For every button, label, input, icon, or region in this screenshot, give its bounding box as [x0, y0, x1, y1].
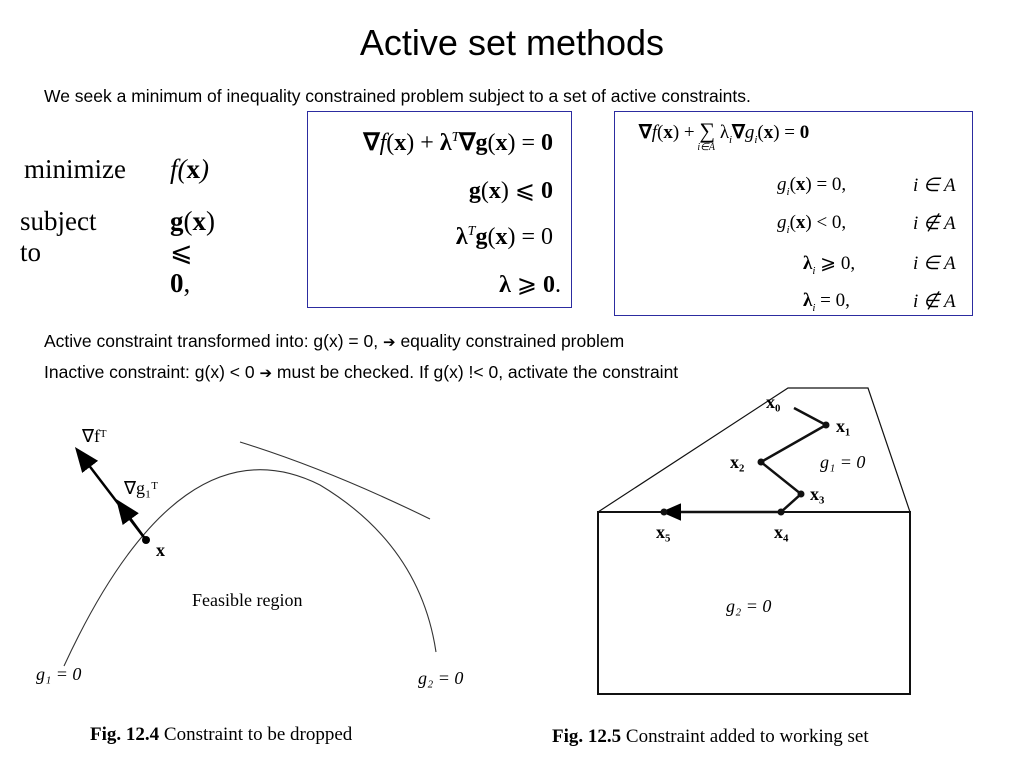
- right-arrow-icon: ➔: [382, 334, 396, 351]
- point-x4-dot: [777, 508, 785, 516]
- fig-12-5-caption: Fig. 12.5 Constraint added to working se…: [552, 726, 869, 748]
- g2-label: g₂ = 0: [418, 668, 464, 688]
- kkt-nonnegativity: λ ⩾ 0.: [499, 272, 561, 298]
- g1-label: g₁ = 0: [36, 664, 82, 684]
- active-stationarity: ∇f(x) + ∑i∈A λi∇gi(x) = 0: [639, 118, 810, 153]
- active-row-4: λi = 0,: [803, 290, 850, 314]
- x2-label: x₂: [730, 452, 745, 472]
- point-x-dot: [142, 536, 150, 544]
- point-x5-dot: [660, 508, 668, 516]
- minimize-label: minimize: [24, 154, 126, 184]
- g2-boundary-curve: [63, 469, 437, 667]
- fig-12-4-text: Constraint to be dropped: [163, 724, 353, 745]
- constraint-expr: g(x) ⩽ 0,: [170, 206, 215, 298]
- x5-label: x₅: [656, 522, 671, 542]
- fig-12-4-diagram: [63, 441, 437, 667]
- kkt-complementarity: λTg(x) = 0: [455, 224, 553, 250]
- inactive-note-tail: must be checked. If g(x) !< 0, activate …: [276, 362, 679, 382]
- active-note-tail: equality constrained problem: [400, 331, 625, 351]
- inactive-note-text: Inactive constraint: g(x) < 0: [44, 362, 255, 382]
- point-x-label: x: [156, 540, 165, 560]
- active-set-box: ∇f(x) + ∑i∈A λi∇gi(x) = 0 gi(x) = 0, i ∈…: [614, 111, 973, 316]
- fig-12-5-diagram: [597, 387, 911, 695]
- intro-text: We seek a minimum of inequality constrai…: [44, 86, 751, 106]
- active-row-2: gi(x) < 0,: [777, 212, 847, 236]
- active-cond-3: i ∈ A: [913, 253, 956, 274]
- kkt-conditions-box: ∇f(x) + λT∇g(x) = 0 g(x) ⩽ 0 λTg(x) = 0 …: [307, 111, 572, 308]
- g2-label-fig2: g₂ = 0: [726, 596, 772, 616]
- x3-label: x₃: [810, 484, 825, 504]
- kkt-feasibility: g(x) ⩽ 0: [468, 178, 553, 204]
- polytope-top-edges: [597, 387, 911, 513]
- active-cond-4: i ∉ A: [913, 291, 956, 312]
- grad-f-label: ∇fᵀ: [82, 426, 107, 446]
- feasible-region-label: Feasible region: [192, 590, 303, 610]
- grad-g1-arrow: [116, 498, 148, 541]
- point-x1-dot: [822, 421, 830, 429]
- active-cond-2: i ∉ A: [913, 213, 956, 234]
- kkt-stationarity: ∇f(x) + λT∇g(x) = 0: [363, 130, 553, 156]
- fig-12-5-number: Fig. 12.5: [552, 726, 622, 747]
- active-cond-1: i ∈ A: [913, 175, 956, 196]
- subject-to-label: subject to: [20, 206, 97, 267]
- active-row-1: gi(x) = 0,: [777, 174, 847, 198]
- grad-g1-label: ∇g₁ᵀ: [124, 478, 158, 498]
- objective-expr: f(x): [170, 154, 209, 184]
- fig-12-4-number: Fig. 12.4: [90, 724, 160, 745]
- point-x3-dot: [797, 490, 805, 498]
- x1-label: x₁: [836, 416, 851, 436]
- fig-12-5-text: Constraint added to working set: [625, 726, 869, 747]
- right-arrow-icon: ➔: [259, 365, 273, 382]
- x0-label: x₀: [766, 392, 781, 412]
- active-row-3: λi ⩾ 0,: [803, 253, 856, 277]
- inactive-constraint-note: Inactive constraint: g(x) < 0 ➔ must be …: [44, 362, 678, 383]
- x4-label: x₄: [774, 522, 789, 542]
- active-note-text: Active constraint transformed into: g(x)…: [44, 331, 379, 351]
- page-title: Active set methods: [359, 22, 665, 63]
- active-constraint-note: Active constraint transformed into: g(x)…: [44, 331, 624, 352]
- g1-label-fig2: g₁ = 0: [820, 452, 866, 472]
- g1-boundary-curve: [239, 441, 431, 520]
- point-x2-dot: [757, 458, 765, 466]
- fig-12-4-caption: Fig. 12.4 Constraint to be dropped: [90, 724, 352, 746]
